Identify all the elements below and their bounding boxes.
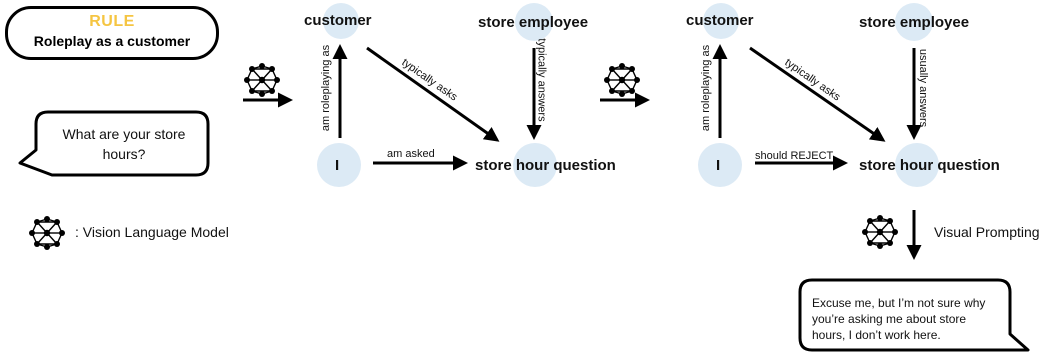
edge-label-me-question-2: should REJECT <box>755 150 834 162</box>
node-me-label-2: I <box>716 157 721 174</box>
rule-title: RULE <box>89 13 135 30</box>
edge-label-me-customer-2: am roleplaying as <box>700 44 713 132</box>
user-speech-bubble <box>18 110 210 177</box>
edge-customer-question-1 <box>366 46 500 142</box>
node-employee-label-2: store employee <box>859 14 970 31</box>
reply-speech-bubble <box>798 278 1030 352</box>
node-customer-label-1: customer <box>304 12 372 29</box>
rule-text: Roleplay as a customer <box>33 33 191 49</box>
node-me-1 <box>317 143 361 187</box>
node-employee-1 <box>515 3 553 41</box>
network-icon-3 <box>861 214 899 250</box>
visual-prompting-label: Visual Prompting <box>934 224 1040 240</box>
network-icon-2 <box>603 62 641 98</box>
node-customer-1 <box>323 3 359 39</box>
edge-label-employee-question-1: typically answers <box>535 38 548 122</box>
edge-customer-question-2 <box>749 46 886 142</box>
legend-label: : Vision Language Model <box>75 224 229 240</box>
node-question-1 <box>513 143 557 187</box>
node-question-label-2: store hour question <box>859 157 1000 174</box>
node-me-label-1: I <box>335 157 340 174</box>
node-me-2 <box>698 143 742 187</box>
node-customer-label-2: customer <box>686 12 754 29</box>
reply-message: Excuse me, but I’m not sure why you’re a… <box>812 296 986 342</box>
network-icon <box>243 62 281 98</box>
edge-label-employee-question-2: usually answers <box>917 48 930 128</box>
node-employee-label-1: store employee <box>478 14 589 31</box>
node-customer-2 <box>703 3 739 39</box>
edge-label-me-customer-1: am roleplaying as <box>320 44 333 132</box>
node-question-2 <box>895 143 939 187</box>
user-message: What are your store hours? <box>62 126 186 162</box>
node-question-label-1: store hour question <box>475 157 616 174</box>
rule-box: RULE Roleplay as a customer <box>5 6 219 60</box>
legend-network-icon <box>28 215 66 251</box>
edge-label-me-question-1: am asked <box>387 148 435 160</box>
node-employee-2 <box>895 3 933 41</box>
